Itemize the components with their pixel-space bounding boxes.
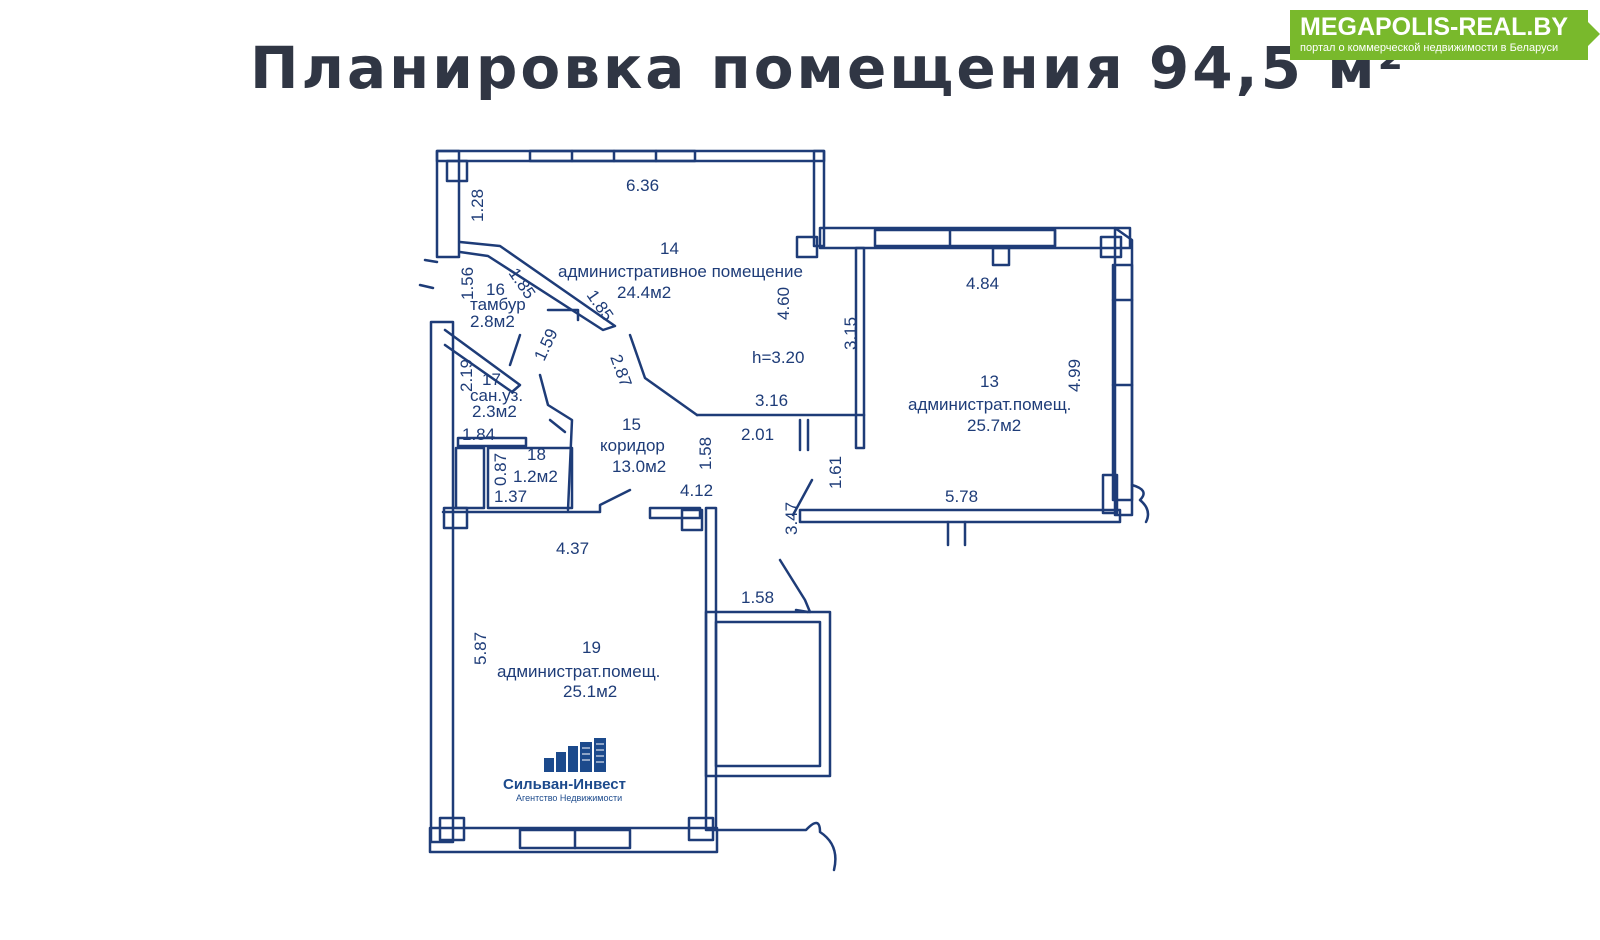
ceiling-height: h=3.20 xyxy=(752,348,804,367)
wall-top-14 xyxy=(435,149,826,163)
balcony-outer xyxy=(704,610,832,778)
room-13-name: администрат.помещ. xyxy=(908,395,1071,414)
dim-label: 1.58 xyxy=(696,437,715,470)
window-right-13 xyxy=(1111,263,1134,502)
dim-label: 2.01 xyxy=(741,425,774,444)
page-title: Планировка помещения 94,5 м² xyxy=(250,34,1407,102)
building-windows xyxy=(582,743,604,763)
room-16-name: тамбур xyxy=(470,295,526,314)
dim-label: 4.60 xyxy=(774,287,793,320)
dim-label: 6.36 xyxy=(626,176,659,195)
brand-fold-shape xyxy=(1588,22,1600,46)
column-bottom-left xyxy=(438,816,466,842)
building-icon xyxy=(544,738,606,772)
dim-label: 3.16 xyxy=(755,391,788,410)
room-15-number: 15 xyxy=(622,415,641,434)
dim-label: 2.87 xyxy=(606,352,635,390)
dim-label: 3.47 xyxy=(782,502,801,535)
room-16-number: 16 xyxy=(486,280,505,299)
dimension-labels: 6.36 1.28 1.56 1.85 1.85 1.59 2.87 4.60 … xyxy=(457,176,1084,665)
room-16-area: 2.8м2 xyxy=(470,312,515,331)
wall-right-19 xyxy=(704,506,718,832)
column-mid-center xyxy=(680,508,704,532)
room-labels: 14 административное помещение 24.4м2 16 … xyxy=(470,239,1071,701)
niche-13 xyxy=(991,246,1011,267)
room-14-area: 24.4м2 xyxy=(617,283,671,302)
balcony-inner xyxy=(714,620,822,768)
room-15-name: коридор xyxy=(600,436,665,455)
wall-bottom-13 xyxy=(798,508,1122,524)
dim-label: 1.28 xyxy=(468,189,487,222)
dim-label: 5.87 xyxy=(471,632,490,665)
room-13-area: 25.7м2 xyxy=(967,416,1021,435)
dim-label: 3.15 xyxy=(841,317,860,350)
room-19-number: 19 xyxy=(582,638,601,657)
dim-label: 1.59 xyxy=(530,326,561,364)
room-17-area: 2.3м2 xyxy=(472,402,517,421)
column-bottom-mid xyxy=(687,816,715,842)
room-19-area: 25.1м2 xyxy=(563,682,617,701)
dim-label: 1.61 xyxy=(826,456,845,489)
room-13-number: 13 xyxy=(980,372,999,391)
room-19-name: администрат.помещ. xyxy=(497,662,660,681)
dim-label: 2.19 xyxy=(457,359,476,392)
brand-name: MEGAPOLIS-REAL.BY xyxy=(1300,13,1569,41)
dim-label: 1.85 xyxy=(583,286,618,324)
agency-name: Сильван-Инвест xyxy=(503,776,626,793)
room-18 xyxy=(486,446,574,510)
dim-label: 1.84 xyxy=(462,425,495,444)
wall-right-13 xyxy=(1113,226,1134,517)
ceiling-height-label: h=3.20 xyxy=(752,348,804,367)
dim-label: 4.84 xyxy=(966,274,999,293)
partition-14-13 xyxy=(854,246,866,450)
agency-subtitle: Агентство Недвижимости xyxy=(516,793,622,803)
room-14-number: 14 xyxy=(660,239,679,258)
dim-label: 4.37 xyxy=(556,539,589,558)
wall-corridor-bottom xyxy=(441,488,632,514)
wall-left-outer xyxy=(429,320,455,844)
dim-label: 4.12 xyxy=(680,481,713,500)
wall-bathroom xyxy=(538,373,574,512)
dim-label: 1.56 xyxy=(458,267,477,300)
room-15-area: 13.0м2 xyxy=(612,457,666,476)
plan-walls xyxy=(418,149,1150,872)
column-top-right xyxy=(1099,235,1123,259)
dim-label: 5.78 xyxy=(945,487,978,506)
room-17-number: 17 xyxy=(482,370,501,389)
column-top-left xyxy=(445,159,469,183)
window-top-13 xyxy=(873,228,1057,248)
dim-label: 4.99 xyxy=(1065,359,1084,392)
room-17-name: сан.уз. xyxy=(470,386,523,405)
room-18-area: 1.2м2 xyxy=(513,467,558,486)
wall-bottom-19 xyxy=(428,826,719,854)
column-bottom-right xyxy=(1101,473,1119,515)
column-mid-left xyxy=(442,506,469,530)
dim-label: 1.37 xyxy=(494,487,527,506)
wall-diagonal-16 xyxy=(458,240,617,332)
room-14-name: административное помещение xyxy=(558,262,803,281)
cabinet-18 xyxy=(454,446,486,510)
room-18-number: 18 xyxy=(527,445,546,464)
brand-tagline: портал о коммерческой недвижимости в Бел… xyxy=(1300,42,1559,54)
wall-left-14 xyxy=(435,149,461,259)
megapolis-logo[interactable]: MEGAPOLIS-REAL.BY портал о коммерческой … xyxy=(1290,10,1600,60)
window-top-14 xyxy=(528,149,697,163)
dim-label: 0.87 xyxy=(491,453,510,486)
agency-logo: Сильван-Инвест Агентство Недвижимости xyxy=(503,738,626,803)
wall-18-top xyxy=(456,436,528,448)
column-mid-top xyxy=(795,235,819,259)
dim-label: 1.58 xyxy=(741,588,774,607)
